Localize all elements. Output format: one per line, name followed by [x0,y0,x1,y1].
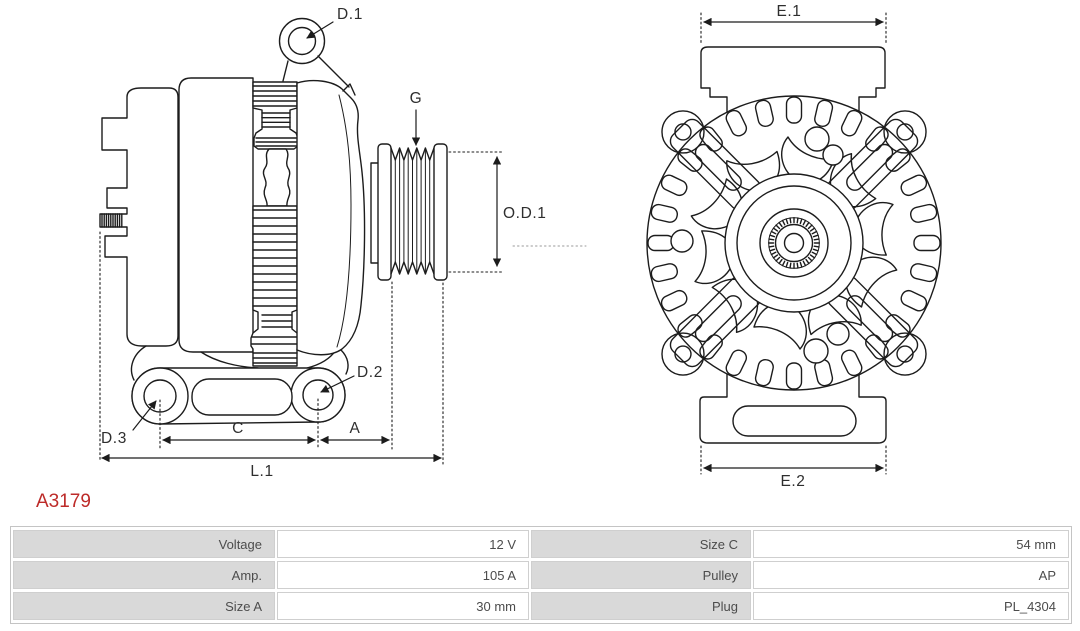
alternator-technical-drawing: D.1 G O.D.1 D.2 D.3 C A L.1 [99,3,942,490]
spec-value: 105 A [277,561,529,589]
hub-ring [759,208,829,278]
dim-label-g: G [410,90,423,107]
spec-label: Amp. [13,561,275,589]
dim-label-l1: L.1 [250,463,273,480]
spec-value: AP [753,561,1069,589]
front-bracket [296,79,366,356]
spline-teeth [768,217,820,269]
spec-label: Voltage [13,530,275,558]
spec-table: Voltage 12 V Size C 54 mm Amp. 105 A Pul… [10,526,1072,624]
face-ring-inner [736,185,852,301]
bottom-bracket-foot [699,351,887,444]
table-row: Size A 30 mm Plug PL_4304 [13,592,1069,620]
spec-value: PL_4304 [753,592,1069,620]
face-hole [826,322,850,346]
dim-label-e2: E.2 [780,473,805,490]
dim-label-c: C [232,420,244,437]
dim-label-d1: D.1 [337,6,363,23]
spec-value: 54 mm [753,530,1069,558]
shaft-hole [783,232,805,254]
rear-cover [99,87,179,347]
face-hole [822,144,844,166]
housing-mid-body [178,77,254,353]
pulley-flange-right [433,143,448,281]
top-bracket [700,46,886,133]
spec-value: 30 mm [277,592,529,620]
mount-hole-left [143,379,177,413]
face-hole [803,338,829,364]
side-view: D.1 G O.D.1 D.2 D.3 C A L.1 [99,6,587,480]
spline-inner-ring [774,223,814,263]
bracket-slot [191,378,293,416]
spec-value: 12 V [277,530,529,558]
dim-label-d2: D.2 [357,364,383,381]
spec-label: Size C [531,530,751,558]
dim-label-e1: E.1 [776,3,801,20]
leader-d3 [132,400,157,431]
front-view: E.1 E.2 [646,3,942,490]
stator-rib-lines [251,85,299,364]
leader-d2 [320,375,355,393]
mount-hole-top [287,26,317,56]
face-hole [804,126,830,152]
vent-slots [647,96,941,390]
face-hole [670,229,694,253]
table-row: Amp. 105 A Pulley AP [13,561,1069,589]
dim-label-od1: O.D.1 [503,205,546,222]
spec-label: Plug [531,592,751,620]
threaded-stud-hatch [101,213,123,228]
spec-label: Size A [13,592,275,620]
spec-label: Pulley [531,561,751,589]
dim-label-d3: D.3 [101,430,127,447]
pulley-flange-left [377,143,392,281]
table-row: Voltage 12 V Size C 54 mm [13,530,1069,558]
pulley-grooves [390,147,435,275]
part-number: A3179 [36,491,91,512]
foot-slot [732,405,857,437]
face-ring-outer [724,173,864,313]
dim-label-a: A [350,420,361,437]
leader-d1 [306,21,334,39]
